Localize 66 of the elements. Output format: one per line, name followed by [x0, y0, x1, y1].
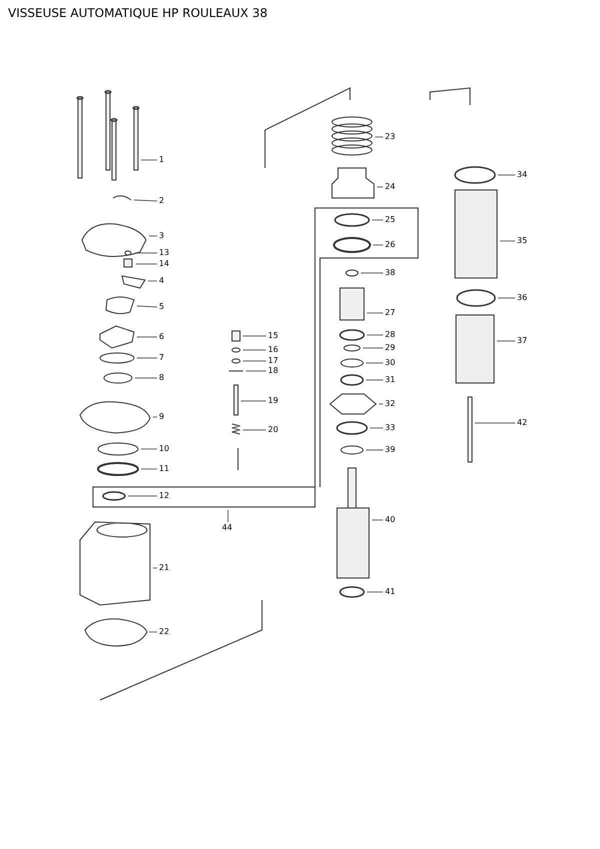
leader-line	[372, 244, 384, 246]
leader-line	[374, 136, 384, 138]
leader-line	[136, 336, 158, 338]
callout-number: 25	[385, 215, 396, 225]
callout-number: 6	[159, 332, 164, 342]
callout-number: 20	[268, 425, 278, 435]
callout-number: 35	[517, 236, 528, 246]
callout-number: 14	[159, 259, 170, 269]
callout-number: 30	[385, 358, 396, 368]
callout-number: 15	[268, 331, 278, 341]
callout-number: 12	[159, 491, 170, 501]
leader-line	[366, 312, 384, 314]
callout-number: 34	[517, 170, 528, 180]
callout-number: 33	[385, 423, 396, 433]
callout-number: 39	[385, 445, 396, 455]
callout-number: 5	[159, 302, 164, 312]
callout-number: 21	[159, 563, 170, 573]
callout-number: 40	[385, 515, 396, 525]
callout-number: 4	[159, 276, 164, 286]
callout-number: 31	[385, 375, 396, 385]
leader-line	[498, 174, 516, 176]
leader-line	[134, 200, 158, 202]
leader-line	[148, 280, 158, 282]
leader-line	[366, 334, 384, 336]
callout-number: 1	[159, 155, 164, 165]
callout-number: 3	[159, 231, 164, 241]
callout-number: 27	[385, 308, 396, 318]
callout-number: 9	[159, 412, 164, 422]
callout-number: 42	[517, 418, 528, 428]
leader-line	[246, 370, 266, 372]
callout-number: 7	[159, 353, 164, 363]
callout-number: 38	[385, 268, 396, 278]
leader-line	[136, 306, 158, 308]
callout-number: 37	[517, 336, 528, 346]
callout-number: 29	[385, 343, 396, 353]
leader-line	[360, 272, 384, 274]
callout-number: 17	[268, 356, 278, 366]
leader-line	[496, 340, 516, 342]
leader-line	[242, 360, 266, 362]
leader-line	[140, 448, 158, 450]
leader-line	[152, 416, 158, 418]
leader-line	[366, 362, 384, 364]
callout-number: 19	[268, 396, 278, 406]
callout-number: 41	[385, 587, 396, 597]
leader-line	[134, 252, 158, 254]
callout-number: 44	[222, 523, 232, 533]
callout-number: 13	[159, 248, 170, 258]
callout-number: 24	[385, 182, 396, 192]
callout-number: 2	[159, 196, 164, 206]
leader-line	[240, 400, 266, 402]
callout-number: 18	[268, 366, 278, 376]
callout-number: 28	[385, 330, 396, 340]
leader-line	[474, 422, 516, 424]
callout-number: 36	[517, 293, 528, 303]
callout-number: 26	[385, 240, 396, 250]
leader-line	[376, 186, 384, 188]
callout-number: 8	[159, 373, 164, 383]
leader-line	[500, 240, 516, 242]
leader-line	[140, 468, 158, 470]
callout-number: 16	[268, 345, 278, 355]
callout-number: 32	[385, 399, 396, 409]
callout-number: 11	[159, 464, 170, 474]
title: VISSEUSE AUTOMATIQUE HP ROULEAUX 38	[8, 6, 268, 20]
callout-number: 22	[159, 627, 170, 637]
callout-number: 10	[159, 444, 170, 454]
callout-number: 23	[385, 132, 396, 142]
